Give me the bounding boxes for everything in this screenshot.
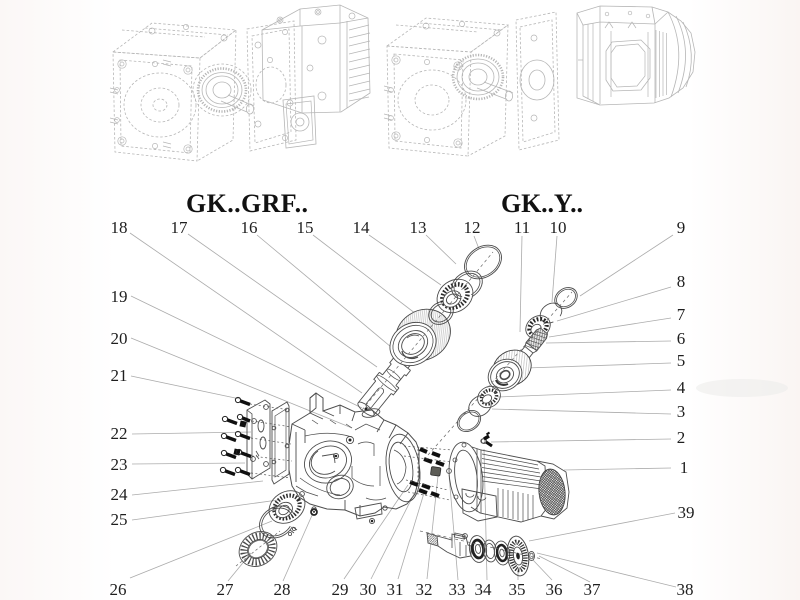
svg-text:9: 9 — [677, 218, 686, 237]
svg-text:12: 12 — [464, 218, 481, 237]
svg-text:GK..GRF..: GK..GRF.. — [186, 189, 308, 218]
svg-text:23: 23 — [111, 455, 128, 474]
svg-text:17: 17 — [171, 218, 189, 237]
svg-text:29: 29 — [332, 580, 349, 599]
svg-text:5: 5 — [677, 351, 686, 370]
svg-text:10: 10 — [550, 218, 567, 237]
svg-text:16: 16 — [241, 218, 258, 237]
svg-text:6: 6 — [677, 329, 686, 348]
svg-text:28: 28 — [274, 580, 291, 599]
svg-text:13: 13 — [410, 218, 427, 237]
svg-text:37: 37 — [584, 580, 602, 599]
svg-text:27: 27 — [217, 580, 235, 599]
svg-text:14: 14 — [353, 218, 371, 237]
svg-text:3: 3 — [677, 402, 686, 421]
svg-text:30: 30 — [360, 580, 377, 599]
svg-text:15: 15 — [297, 218, 314, 237]
svg-text:36: 36 — [546, 580, 563, 599]
svg-text:8: 8 — [677, 272, 686, 291]
svg-text:11: 11 — [514, 218, 530, 237]
svg-text:34: 34 — [475, 580, 493, 599]
svg-text:26: 26 — [110, 580, 127, 599]
svg-text:24: 24 — [111, 485, 129, 504]
svg-text:1: 1 — [680, 458, 689, 477]
svg-text:31: 31 — [387, 580, 404, 599]
svg-text:39: 39 — [678, 503, 695, 522]
svg-text:18: 18 — [111, 218, 128, 237]
svg-text:2: 2 — [677, 428, 686, 447]
svg-text:4: 4 — [677, 378, 686, 397]
svg-text:32: 32 — [416, 580, 433, 599]
svg-text:22: 22 — [111, 424, 128, 443]
svg-text:35: 35 — [509, 580, 526, 599]
svg-text:20: 20 — [111, 329, 128, 348]
svg-text:21: 21 — [111, 366, 128, 385]
svg-text:38: 38 — [677, 580, 694, 599]
svg-text:33: 33 — [449, 580, 466, 599]
svg-text:7: 7 — [677, 305, 686, 324]
svg-text:19: 19 — [111, 287, 128, 306]
svg-text:25: 25 — [111, 510, 128, 529]
svg-text:GK..Y..: GK..Y.. — [501, 189, 583, 218]
